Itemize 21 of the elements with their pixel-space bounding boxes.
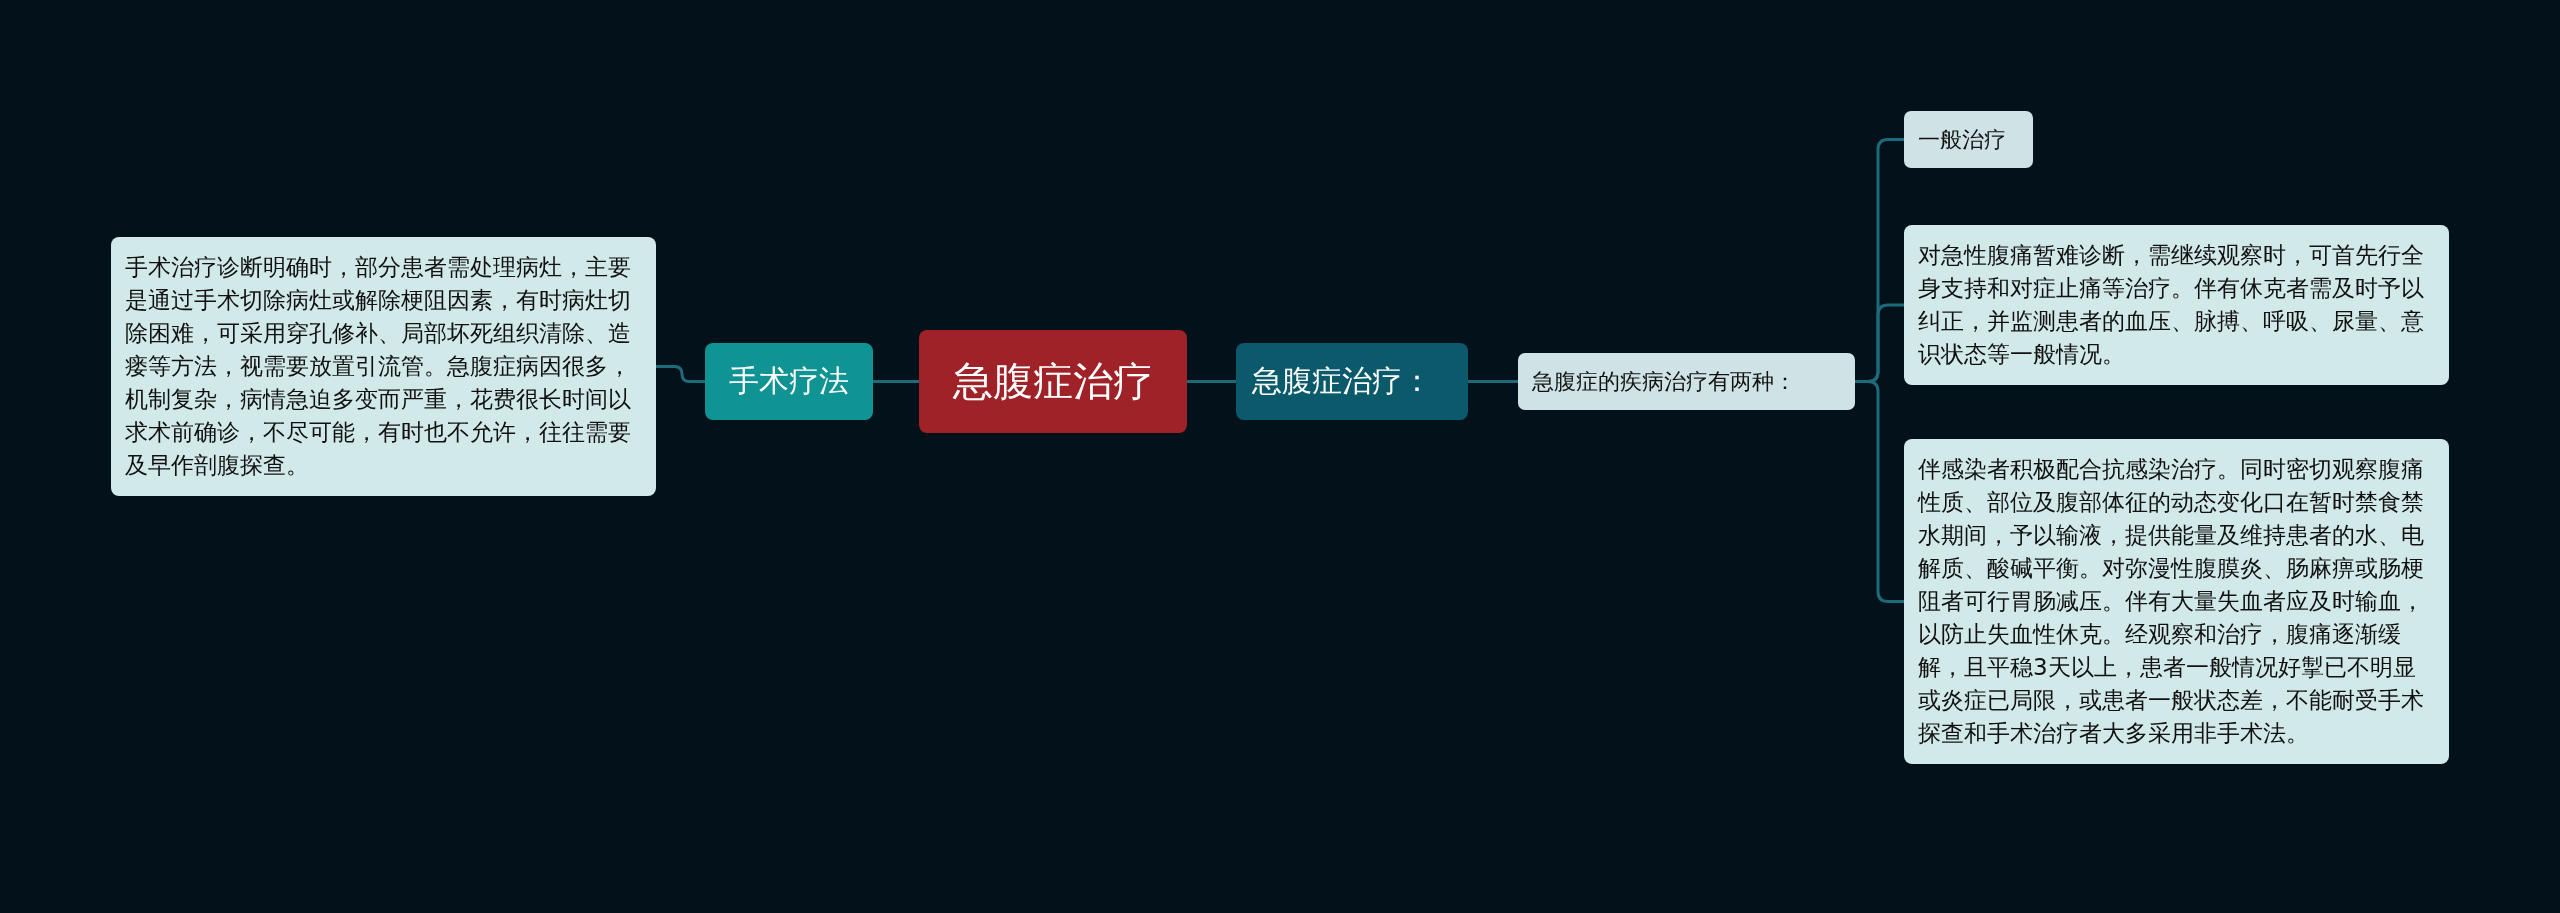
connector-line xyxy=(1855,380,1904,603)
node-text: 手术疗法 xyxy=(729,362,849,400)
subtopic-box xyxy=(1518,353,1855,410)
node-text: 对急性腹痛暂难诊断，需继续观察时，可首先行全身支持和对症止痛等治疗。伴有休克者需及时予以纠正，并监测患者的血压、脉搏、呼吸、尿量、意识状态等一般情况。 xyxy=(1918,241,2425,369)
node-text: 急腹症治疗 xyxy=(953,357,1153,406)
node-text: 急腹症的疾病治疗有两种： xyxy=(1532,367,1796,396)
text-card xyxy=(1904,439,2449,764)
connector-line xyxy=(1468,380,1518,383)
text-card xyxy=(1904,225,2449,385)
connector-line xyxy=(656,365,705,383)
subtopic-box xyxy=(1904,111,2033,168)
central-topic xyxy=(919,330,1187,433)
topic-box xyxy=(1236,343,1468,420)
node-text: 一般治疗 xyxy=(1918,125,2006,154)
node-text: 急腹症治疗： xyxy=(1252,362,1432,400)
connector-line xyxy=(873,380,919,383)
topic-box xyxy=(705,343,873,420)
node-text: 伴感染者积极配合抗感染治疗。同时密切观察腹痛性质、部位及腹部体征的动态变化口在暂时禁食禁水期间，予以输液，提供能量及维持患者的水、电解质、酸碱平衡。对弥漫性腹膜炎、肠麻痹或肠梗阻者可行胃肠减压。伴有大量失血者应及时输血，以防止失血性休克。经观察和治疗，腹痛逐渐缓解，且平稳3天以上，患者一般情况好掣已不明显或炎症已局限，或患者一般状态差，不能耐受手术探查和手术治疗者大多采用非手术法。 xyxy=(1918,455,2425,748)
node-text: 手术治疗诊断明确时，部分患者需处理病灶，主要是通过手术切除病灶或解除梗阻因素，有时病灶切除困难，可采用穿孔修补、局部坏死组织清除、造瘘等方法，视需要放置引流管。急腹症病因很多，机制复杂，病情急迫多变而严重，花费很长时间以求术前确诊，不尽可能，有时也不允许，往往需要及早作剖腹探查。 xyxy=(125,253,632,480)
text-card xyxy=(111,237,656,496)
connector-line xyxy=(1187,380,1236,383)
